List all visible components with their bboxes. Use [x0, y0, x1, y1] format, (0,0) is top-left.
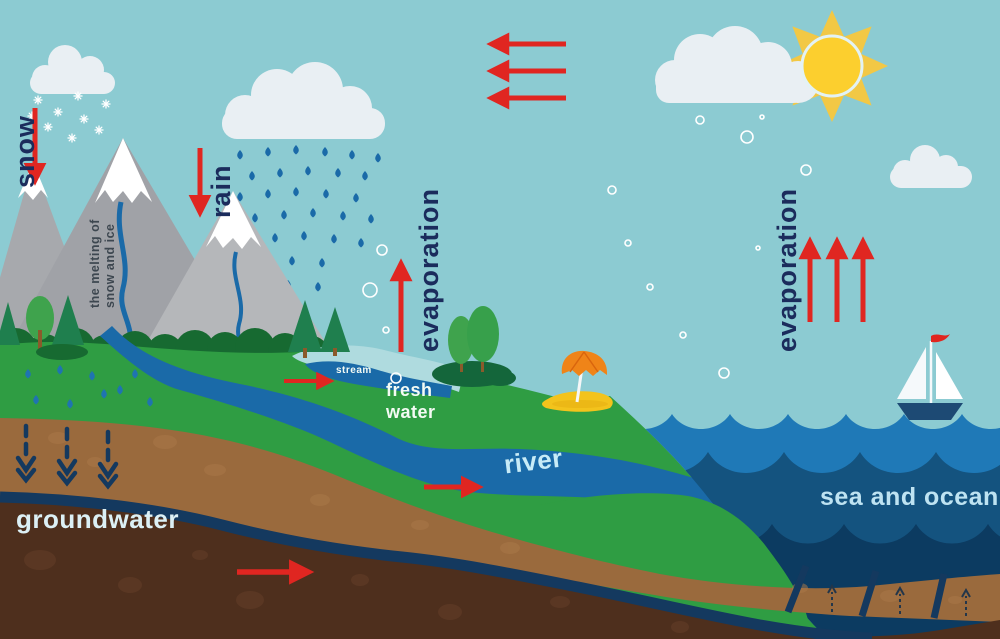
infiltration-arrow-icon	[15, 423, 119, 490]
label-snow: snow	[10, 114, 40, 188]
label-melting: the melting of snow and ice	[88, 219, 118, 308]
seafloor-channels	[784, 564, 948, 619]
label-melting-line1: the melting of	[88, 219, 102, 308]
beach-umbrella-icon	[561, 350, 608, 403]
soil-light	[0, 418, 1000, 622]
bubbles	[362, 114, 812, 384]
label-fresh-water: fresh water	[386, 379, 436, 423]
trees	[0, 295, 516, 387]
seep-arrow-icon	[827, 583, 971, 616]
water-table-line	[0, 491, 873, 639]
label-stream: stream	[336, 365, 372, 376]
label-fresh-water-line2: water	[386, 402, 436, 422]
label-groundwater: groundwater	[16, 504, 179, 534]
label-melting-line2: snow and ice	[103, 223, 117, 309]
cloud-icon	[30, 45, 115, 94]
melt-stream	[116, 201, 134, 349]
label-evaporation-left: evaporation	[414, 187, 444, 352]
label-fresh-water-line1: fresh	[386, 380, 433, 400]
sailboat-icon	[897, 334, 963, 420]
rain-cloud-icon	[222, 62, 385, 139]
river	[100, 326, 742, 540]
label-evaporation-right: evaporation	[772, 187, 802, 352]
cloud-icon	[890, 145, 972, 188]
sun-disc	[800, 34, 864, 98]
mountains	[0, 138, 335, 402]
red-flow-arrows	[23, 32, 875, 585]
label-rain: rain	[206, 164, 236, 218]
label-sea-and-ocean: sea and ocean	[820, 483, 999, 511]
stream	[305, 361, 452, 398]
cloud-icon	[655, 26, 819, 103]
